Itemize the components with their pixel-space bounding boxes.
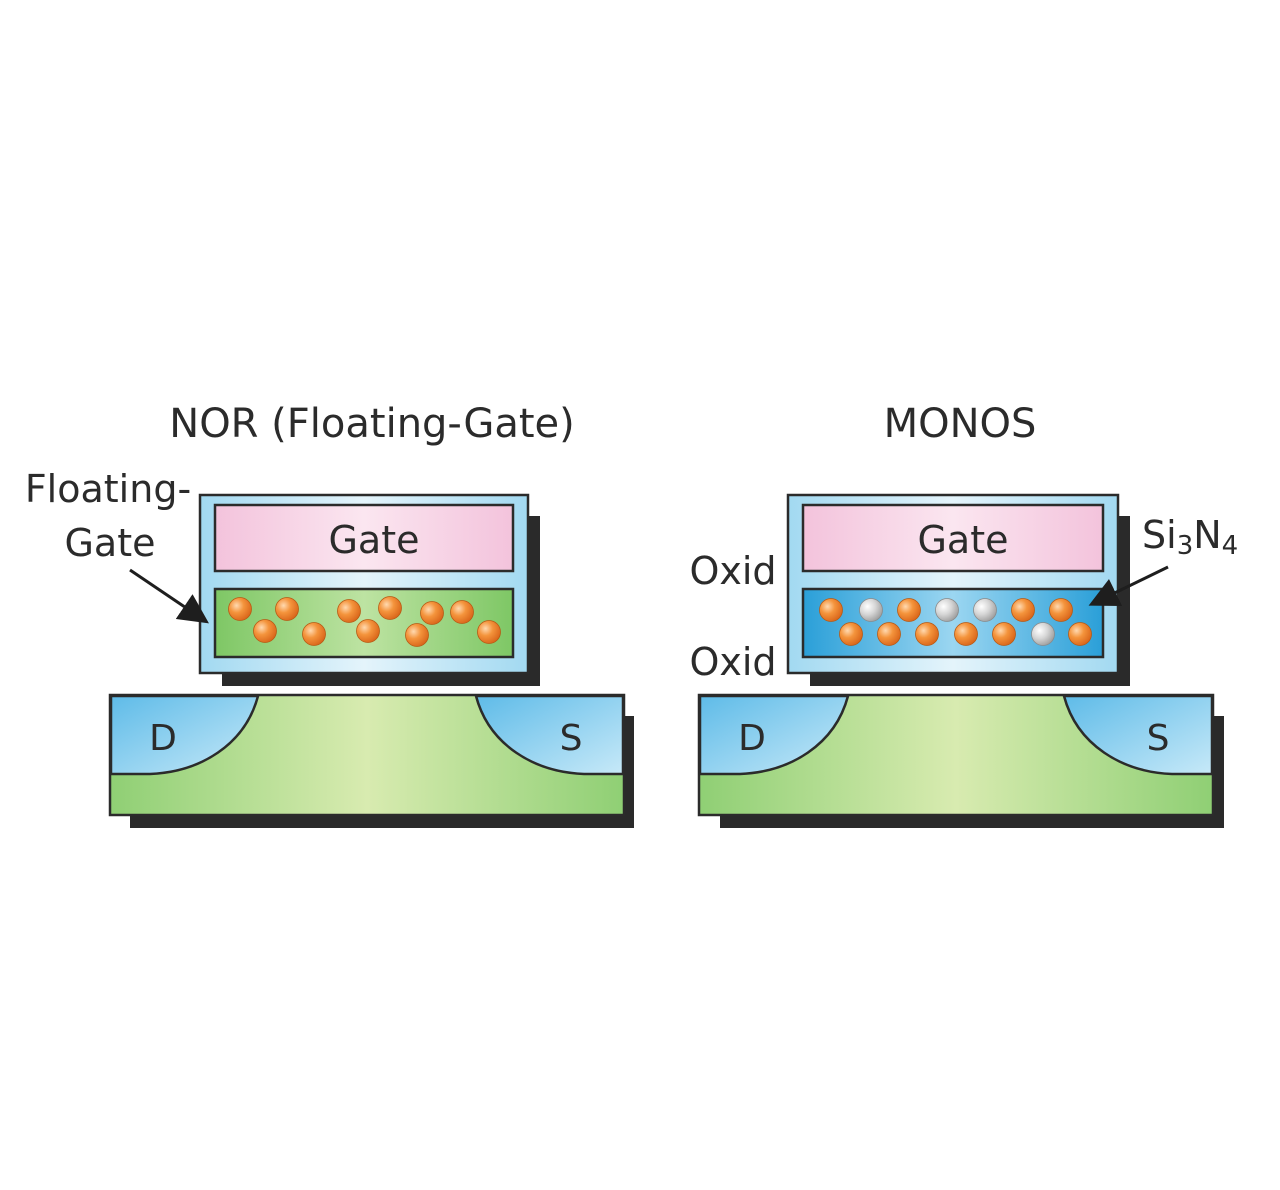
si3n4-arrow (1088, 565, 1169, 606)
electron (477, 620, 501, 644)
electron (897, 598, 921, 622)
electron (450, 600, 474, 624)
electron (954, 622, 978, 646)
trap-site (935, 598, 959, 622)
monos-source-region (1062, 694, 1214, 776)
electron (819, 598, 843, 622)
monos-control-gate (801, 503, 1105, 573)
electron (228, 597, 252, 621)
monos-trap-sites (819, 598, 1092, 646)
trap-site (973, 598, 997, 622)
electron (1011, 598, 1035, 622)
electron (915, 622, 939, 646)
electron (877, 622, 901, 646)
nor-gate-label: Gate (328, 518, 419, 562)
floating-gate-callout-line2: Gate (64, 521, 155, 565)
trap-site (1031, 622, 1055, 646)
nor-source-region (474, 694, 625, 776)
electron (992, 622, 1016, 646)
nor-cell: NOR (Floating-Gate) Gate Floating- Gate … (25, 401, 634, 828)
electron (839, 622, 863, 646)
nor-source-label: S (560, 718, 583, 759)
floating-gate-arrow (129, 568, 209, 624)
electron (253, 619, 277, 643)
nor-drain-region (109, 694, 260, 776)
floating-gate-callout-line1: Floating- (25, 467, 191, 511)
nor-control-gate (213, 503, 515, 573)
electron (337, 599, 361, 623)
electron (405, 623, 429, 647)
monos-drain-label: D (738, 718, 766, 759)
electron (302, 622, 326, 646)
electron (420, 601, 444, 625)
electron (1068, 622, 1092, 646)
electron (378, 596, 402, 620)
trap-site (859, 598, 883, 622)
monos-drain-region (698, 694, 850, 776)
monos-cell: MONOS Gate Oxid Oxid Si3N4 D S (689, 401, 1238, 828)
oxid-top-label: Oxid (689, 549, 776, 593)
nor-drain-label: D (149, 718, 177, 759)
monos-gate-label: Gate (917, 518, 1008, 562)
electron (1049, 598, 1073, 622)
oxid-bottom-label: Oxid (689, 640, 776, 684)
nor-trapped-electrons (228, 596, 501, 647)
electron (275, 597, 299, 621)
monos-source-label: S (1147, 718, 1170, 759)
nor-title: NOR (Floating-Gate) (169, 401, 574, 447)
electron (356, 619, 380, 643)
si3n4-label: Si3N4 (1142, 513, 1238, 561)
monos-title: MONOS (884, 401, 1037, 447)
